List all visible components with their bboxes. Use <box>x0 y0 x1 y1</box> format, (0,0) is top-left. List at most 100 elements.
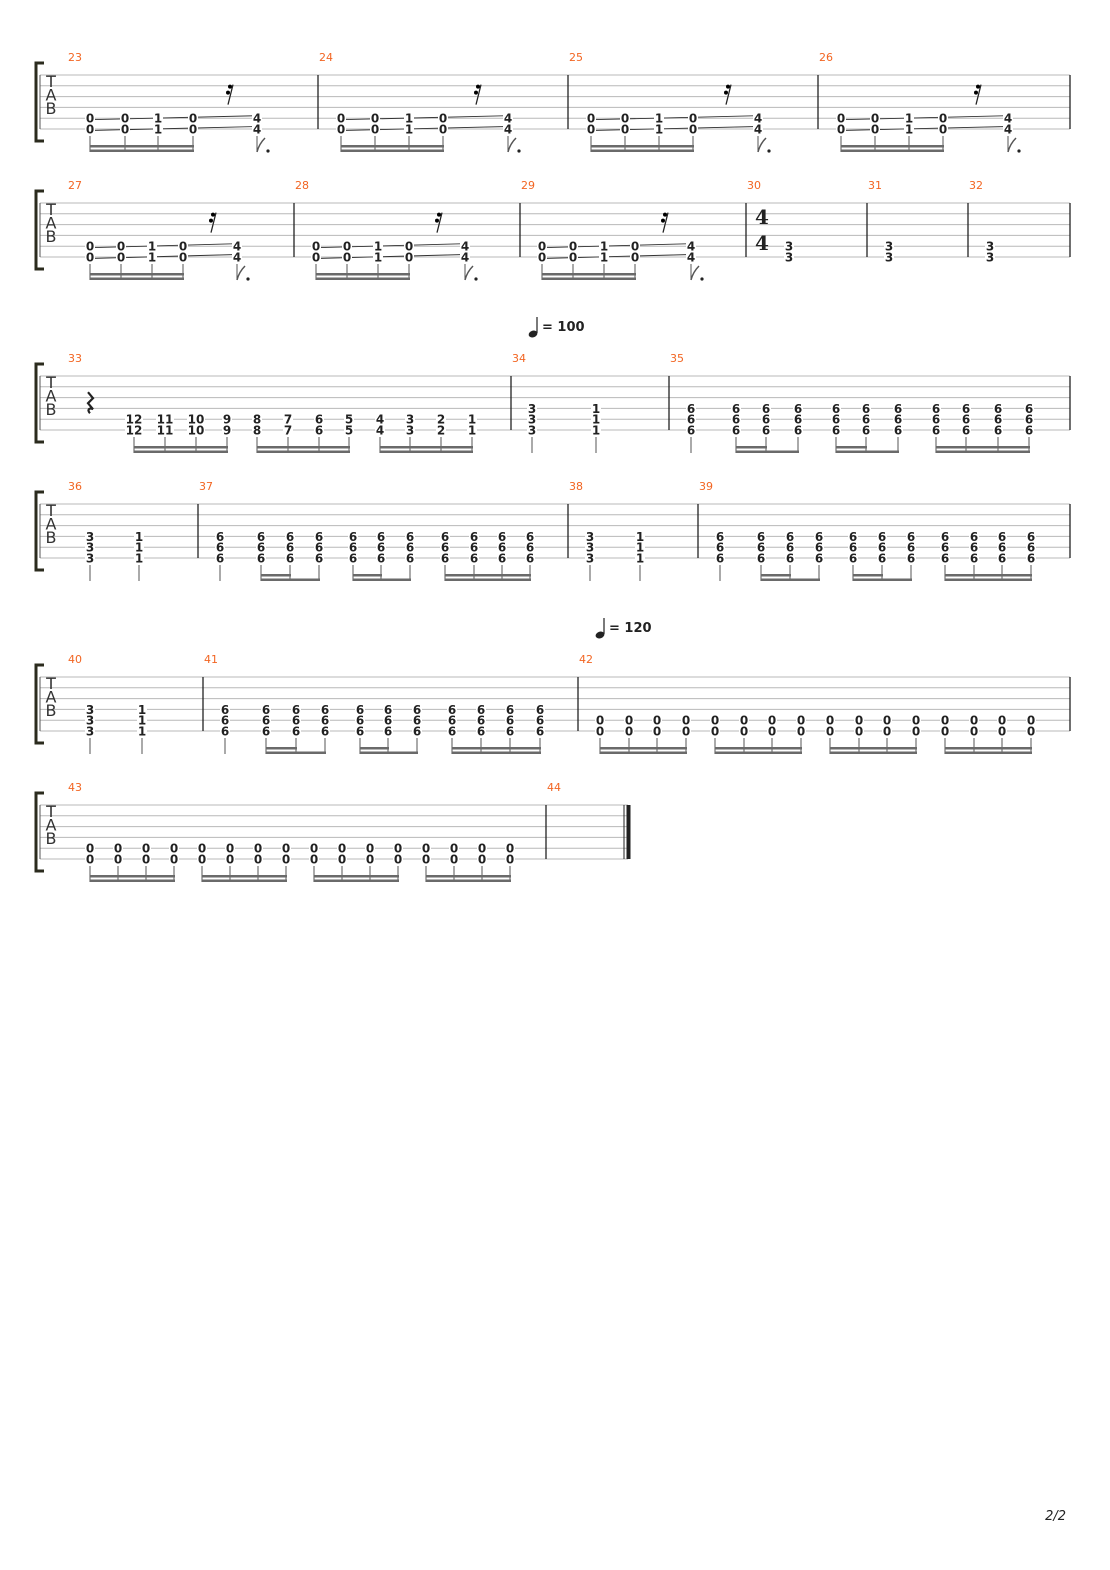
fret-number: 9 <box>223 413 231 427</box>
fret-number: 6 <box>998 530 1006 544</box>
fret-number: 6 <box>477 725 485 739</box>
eighth-flag <box>464 265 474 281</box>
fret-bg <box>440 531 450 542</box>
beam-secondary <box>426 875 511 878</box>
fret-bg <box>997 531 1007 542</box>
fret-number: 8 <box>253 424 261 438</box>
fret-number: 0 <box>117 251 125 265</box>
dot <box>517 149 521 153</box>
fret-bg <box>261 726 271 736</box>
fret-number: 0 <box>142 842 150 856</box>
fret-bg <box>169 854 179 864</box>
fret-number: 3 <box>528 424 536 438</box>
fret-number: 0 <box>631 240 639 254</box>
fret-bg <box>525 542 535 553</box>
fret-number: 12 <box>126 413 143 427</box>
fret-bg <box>993 414 1003 425</box>
fret-bg <box>497 531 507 542</box>
fret-number: 6 <box>506 714 514 728</box>
fret-number: 0 <box>338 842 346 856</box>
time-signature-top: 4 <box>755 205 769 229</box>
fret-number: 0 <box>569 240 577 254</box>
fret-number: 0 <box>226 853 234 867</box>
fret-number: 6 <box>907 530 915 544</box>
fret-number: 0 <box>189 123 197 137</box>
fret-number: 6 <box>406 552 414 566</box>
beam-secondary <box>90 875 175 878</box>
fret-number: 0 <box>478 853 486 867</box>
fret-number: 6 <box>878 541 886 555</box>
fret-bg <box>156 414 174 425</box>
fret-number: 6 <box>526 552 534 566</box>
fret-bg <box>620 113 630 124</box>
fret-number: 0 <box>689 123 697 137</box>
tab-system: TAB2300001100442400001100442500001100442… <box>34 51 1071 153</box>
sixteenth-rest-icon <box>975 84 982 105</box>
fret-number: 6 <box>794 413 802 427</box>
fret-bg <box>376 553 386 563</box>
fret-bg <box>85 542 95 553</box>
fret-number: 6 <box>716 552 724 566</box>
fret-number: 6 <box>498 530 506 544</box>
fret-bg <box>848 542 858 553</box>
fret-bg <box>585 531 595 542</box>
fret-bg <box>283 414 293 425</box>
fret-bg <box>969 553 979 563</box>
slide-line <box>590 126 759 131</box>
fret-bg <box>904 113 914 124</box>
fret-number: 0 <box>114 842 122 856</box>
fret-bg <box>861 403 871 414</box>
fret-number: 0 <box>682 714 690 728</box>
fret-number: 6 <box>732 413 740 427</box>
fret-bg <box>447 704 457 715</box>
fret-number: 6 <box>832 413 840 427</box>
fret-number: 0 <box>1027 725 1035 739</box>
fret-bg <box>931 403 941 414</box>
fret-bg <box>906 531 916 542</box>
fret-number: 6 <box>815 530 823 544</box>
fret-number: 6 <box>962 424 970 438</box>
fret-bg <box>421 843 431 854</box>
fret-bg <box>756 542 766 553</box>
fret-bg <box>253 843 263 854</box>
fret-bg <box>476 715 486 726</box>
beam <box>841 149 944 152</box>
fret-bg <box>436 414 446 425</box>
fret-bg <box>188 113 198 124</box>
dot <box>266 149 270 153</box>
fret-bg <box>767 726 777 736</box>
sixteenth-rest-dot <box>474 90 478 95</box>
fret-bg <box>355 715 365 726</box>
fret-number: 0 <box>337 123 345 137</box>
fret-bg <box>527 425 537 435</box>
sixteenth-rest-dot <box>209 218 213 223</box>
fret-number: 6 <box>907 541 915 555</box>
fret-number: 6 <box>894 402 902 416</box>
beam <box>761 578 820 581</box>
fret-bg <box>870 124 880 134</box>
fret-number: 6 <box>315 541 323 555</box>
fret-bg <box>940 553 950 563</box>
fret-bg <box>654 124 664 134</box>
sixteenth-rest-dot <box>476 84 480 89</box>
fret-number: 1 <box>148 240 156 254</box>
fret-bg <box>137 704 147 715</box>
fret-number: 1 <box>154 112 162 126</box>
slide-line <box>340 126 509 131</box>
fret-number: 6 <box>257 541 265 555</box>
fret-number: 6 <box>413 725 421 739</box>
beam <box>452 751 541 754</box>
fret-number: 1 <box>592 413 600 427</box>
fret-number: 6 <box>941 530 949 544</box>
fret-bg <box>877 531 887 542</box>
fret-number: 6 <box>286 541 294 555</box>
fret-number: 0 <box>1027 714 1035 728</box>
fret-bg <box>848 553 858 563</box>
fret-number: 1 <box>655 112 663 126</box>
fret-number: 6 <box>894 413 902 427</box>
fret-number: 6 <box>941 541 949 555</box>
